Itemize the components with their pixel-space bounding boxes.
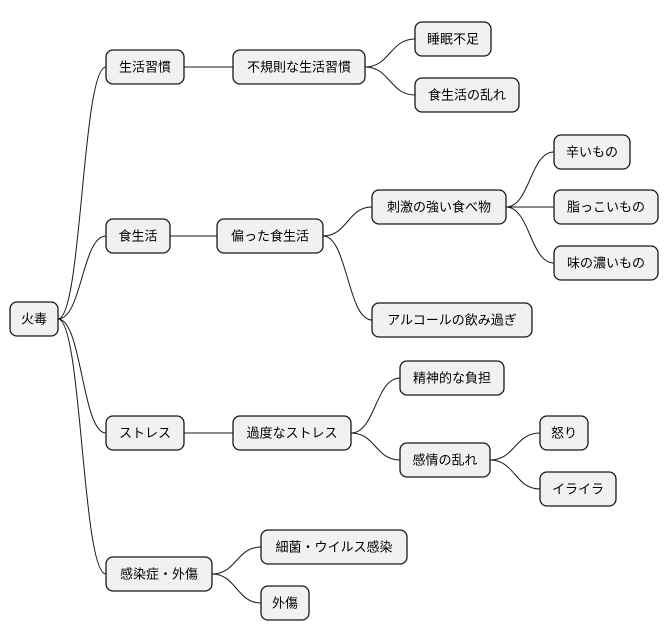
node-box — [232, 49, 366, 85]
edge-root-n1 — [57, 66, 107, 320]
node-label: 感情の乱れ — [412, 453, 477, 469]
node-label: 過度なストレス — [246, 426, 337, 442]
mindmap-node-n3a: 過度なストレス — [232, 415, 352, 451]
node-label: 不規則な生活習慣 — [247, 60, 351, 76]
node-label: 怒り — [551, 427, 577, 442]
edge-n2a-n2a2 — [322, 235, 373, 321]
node-label: 火毒 — [21, 313, 47, 328]
node-label: イライラ — [552, 483, 604, 498]
mindmap-node-n1a1: 睡眠不足 — [414, 21, 492, 57]
node-label: 生活習慣 — [119, 60, 171, 76]
mindmap-node-n2a1: 刺激の強い食べ物 — [371, 189, 507, 225]
node-label: 細菌・ウイルス感染 — [275, 540, 392, 556]
node-box — [105, 218, 171, 254]
node-label: ストレス — [119, 427, 171, 442]
mindmap-node-n1a2: 食生活の乱れ — [414, 77, 520, 113]
node-label: アルコールの飲み過ぎ — [387, 313, 517, 329]
mindmap-node-n2a1a: 辛いもの — [553, 134, 631, 170]
node-label: 辛いもの — [566, 146, 618, 161]
edge-root-n4 — [57, 318, 107, 575]
edge-n2a-n2a1 — [322, 206, 373, 237]
mindmap-node-n3a2a: 怒り — [539, 415, 589, 451]
node-box — [553, 134, 631, 170]
mindmap-node-n3a2b: イライラ — [539, 471, 617, 507]
node-label: 睡眠不足 — [427, 33, 479, 48]
node-label: 外傷 — [272, 597, 298, 612]
node-box — [105, 49, 185, 85]
mindmap-node-n1: 生活習慣 — [105, 49, 185, 85]
edge-n3a-n3a2 — [350, 432, 401, 461]
node-box — [216, 218, 324, 254]
edge-n3a2-n3a2a — [489, 432, 541, 461]
edge-n1a-n1a1 — [364, 38, 416, 68]
node-label: 精神的な負担 — [413, 371, 491, 387]
edge-root-n3 — [57, 318, 107, 434]
edge-n4-n4b — [211, 573, 262, 604]
node-label: 脂っこいもの — [567, 201, 645, 216]
edge-n3a2-n3a2b — [489, 459, 541, 490]
node-label: 味の濃いもの — [567, 257, 645, 272]
mindmap-node-n3a2: 感情の乱れ — [399, 442, 491, 478]
node-box — [553, 245, 659, 281]
node-box — [539, 415, 589, 451]
mindmap-node-n4b: 外傷 — [260, 585, 310, 621]
mindmap-node-n2: 食生活 — [105, 218, 171, 254]
mindmap-node-n2a1b: 脂っこいもの — [553, 189, 659, 225]
node-box — [105, 556, 213, 592]
mindmap-node-n2a: 偏った食生活 — [216, 218, 324, 254]
node-box — [105, 415, 185, 451]
mindmap-node-n1a: 不規則な生活習慣 — [232, 49, 366, 85]
mindmap-node-n3: ストレス — [105, 415, 185, 451]
node-box — [399, 360, 505, 396]
mindmap-node-root: 火毒 — [9, 301, 59, 337]
node-box — [260, 585, 310, 621]
edges-layer — [57, 38, 555, 604]
mindmap-node-n3a1: 精神的な負担 — [399, 360, 505, 396]
node-box — [371, 302, 533, 338]
node-box — [414, 77, 520, 113]
edge-n2a1-n2a1c — [505, 206, 555, 264]
node-label: 感染症・外傷 — [120, 567, 198, 583]
edge-n2a1-n2a1a — [505, 151, 555, 208]
edge-n3a-n3a1 — [350, 377, 401, 434]
node-box — [232, 415, 352, 451]
mindmap-node-n2a2: アルコールの飲み過ぎ — [371, 302, 533, 338]
node-box — [414, 21, 492, 57]
mindmap-node-n4: 感染症・外傷 — [105, 556, 213, 592]
node-box — [371, 189, 507, 225]
node-label: 食生活 — [118, 229, 157, 245]
node-box — [553, 189, 659, 225]
edge-n1a-n1a2 — [364, 66, 416, 96]
edge-root-n2 — [57, 235, 107, 320]
edge-n4-n4a — [211, 546, 262, 575]
mindmap-node-n4a: 細菌・ウイルス感染 — [260, 529, 408, 565]
node-label: 食生活の乱れ — [428, 88, 506, 104]
mindmap-node-n2a1c: 味の濃いもの — [553, 245, 659, 281]
node-box — [539, 471, 617, 507]
node-label: 刺激の強い食べ物 — [387, 200, 491, 216]
node-box — [9, 301, 59, 337]
node-box — [399, 442, 491, 478]
node-label: 偏った食生活 — [231, 229, 309, 245]
node-box — [260, 529, 408, 565]
